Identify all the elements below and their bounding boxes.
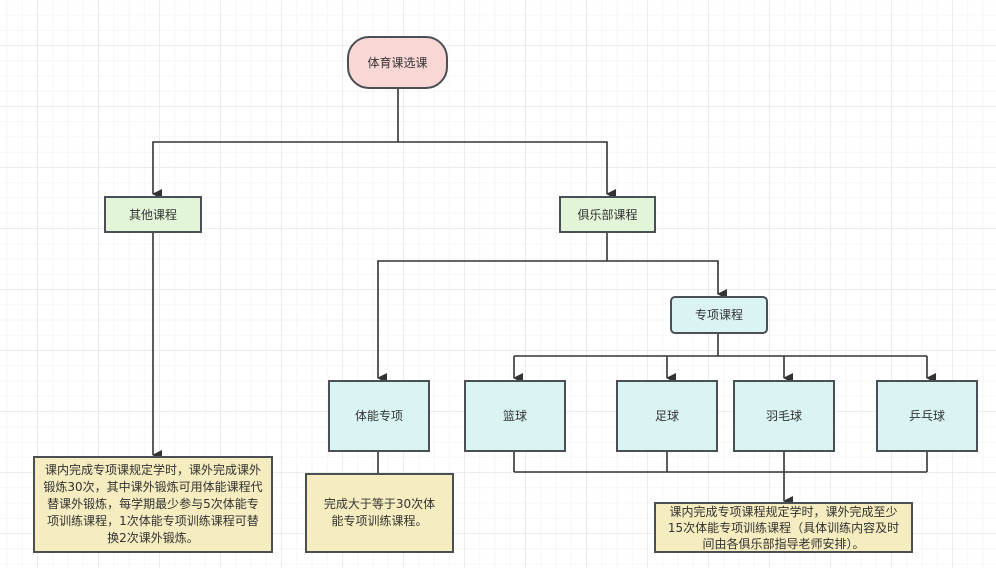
badminton-node[interactable]: 羽毛球 [733,380,835,452]
basketball-label: 篮球 [502,409,527,423]
edge-start-to-club [398,141,616,199]
pingpong-node[interactable]: 乒乓球 [876,380,978,452]
badminton-label: 羽毛球 [765,409,802,423]
basketball-node[interactable]: 篮球 [464,380,566,452]
other-courses-note-text: 课内完成专项课规定学时，课外完成课外锻炼30次，其中课外锻炼可用体能课程代替课外… [43,463,263,545]
fitness-note-text: 完成大于等于30次体能专项训练课程。 [323,497,436,528]
sports-note[interactable]: 课内完成专项课程规定学时，课外完成至少15次体能专项训练课程（具体训练内容及时间… [654,502,913,553]
other-courses-node[interactable]: 其他课程 [104,196,202,233]
edge-club-to-special [607,260,727,299]
football-node[interactable]: 足球 [616,380,718,452]
special-courses-label: 专项课程 [694,308,743,322]
football-label: 足球 [654,409,679,423]
edge-club-to-fitness [377,260,607,383]
edge-start-to-other [152,141,398,199]
start-label: 体育课选课 [367,55,428,70]
fitness-node[interactable]: 体能专项 [328,380,430,452]
other-courses-label: 其他课程 [128,207,177,222]
start-node[interactable]: 体育课选课 [347,36,448,89]
fitness-note[interactable]: 完成大于等于30次体能专项训练课程。 [305,473,454,553]
club-courses-node[interactable]: 俱乐部课程 [559,196,656,233]
club-courses-label: 俱乐部课程 [577,207,638,222]
other-courses-note[interactable]: 课内完成专项课规定学时，课外完成课外锻炼30次，其中课外锻炼可用体能课程代替课外… [33,456,273,553]
special-courses-node[interactable]: 专项课程 [670,296,768,334]
sports-note-text: 课内完成专项课程规定学时，课外完成至少15次体能专项训练课程（具体训练内容及时间… [667,504,900,551]
fitness-label: 体能专项 [354,409,403,423]
pingpong-label: 乒乓球 [908,409,945,423]
